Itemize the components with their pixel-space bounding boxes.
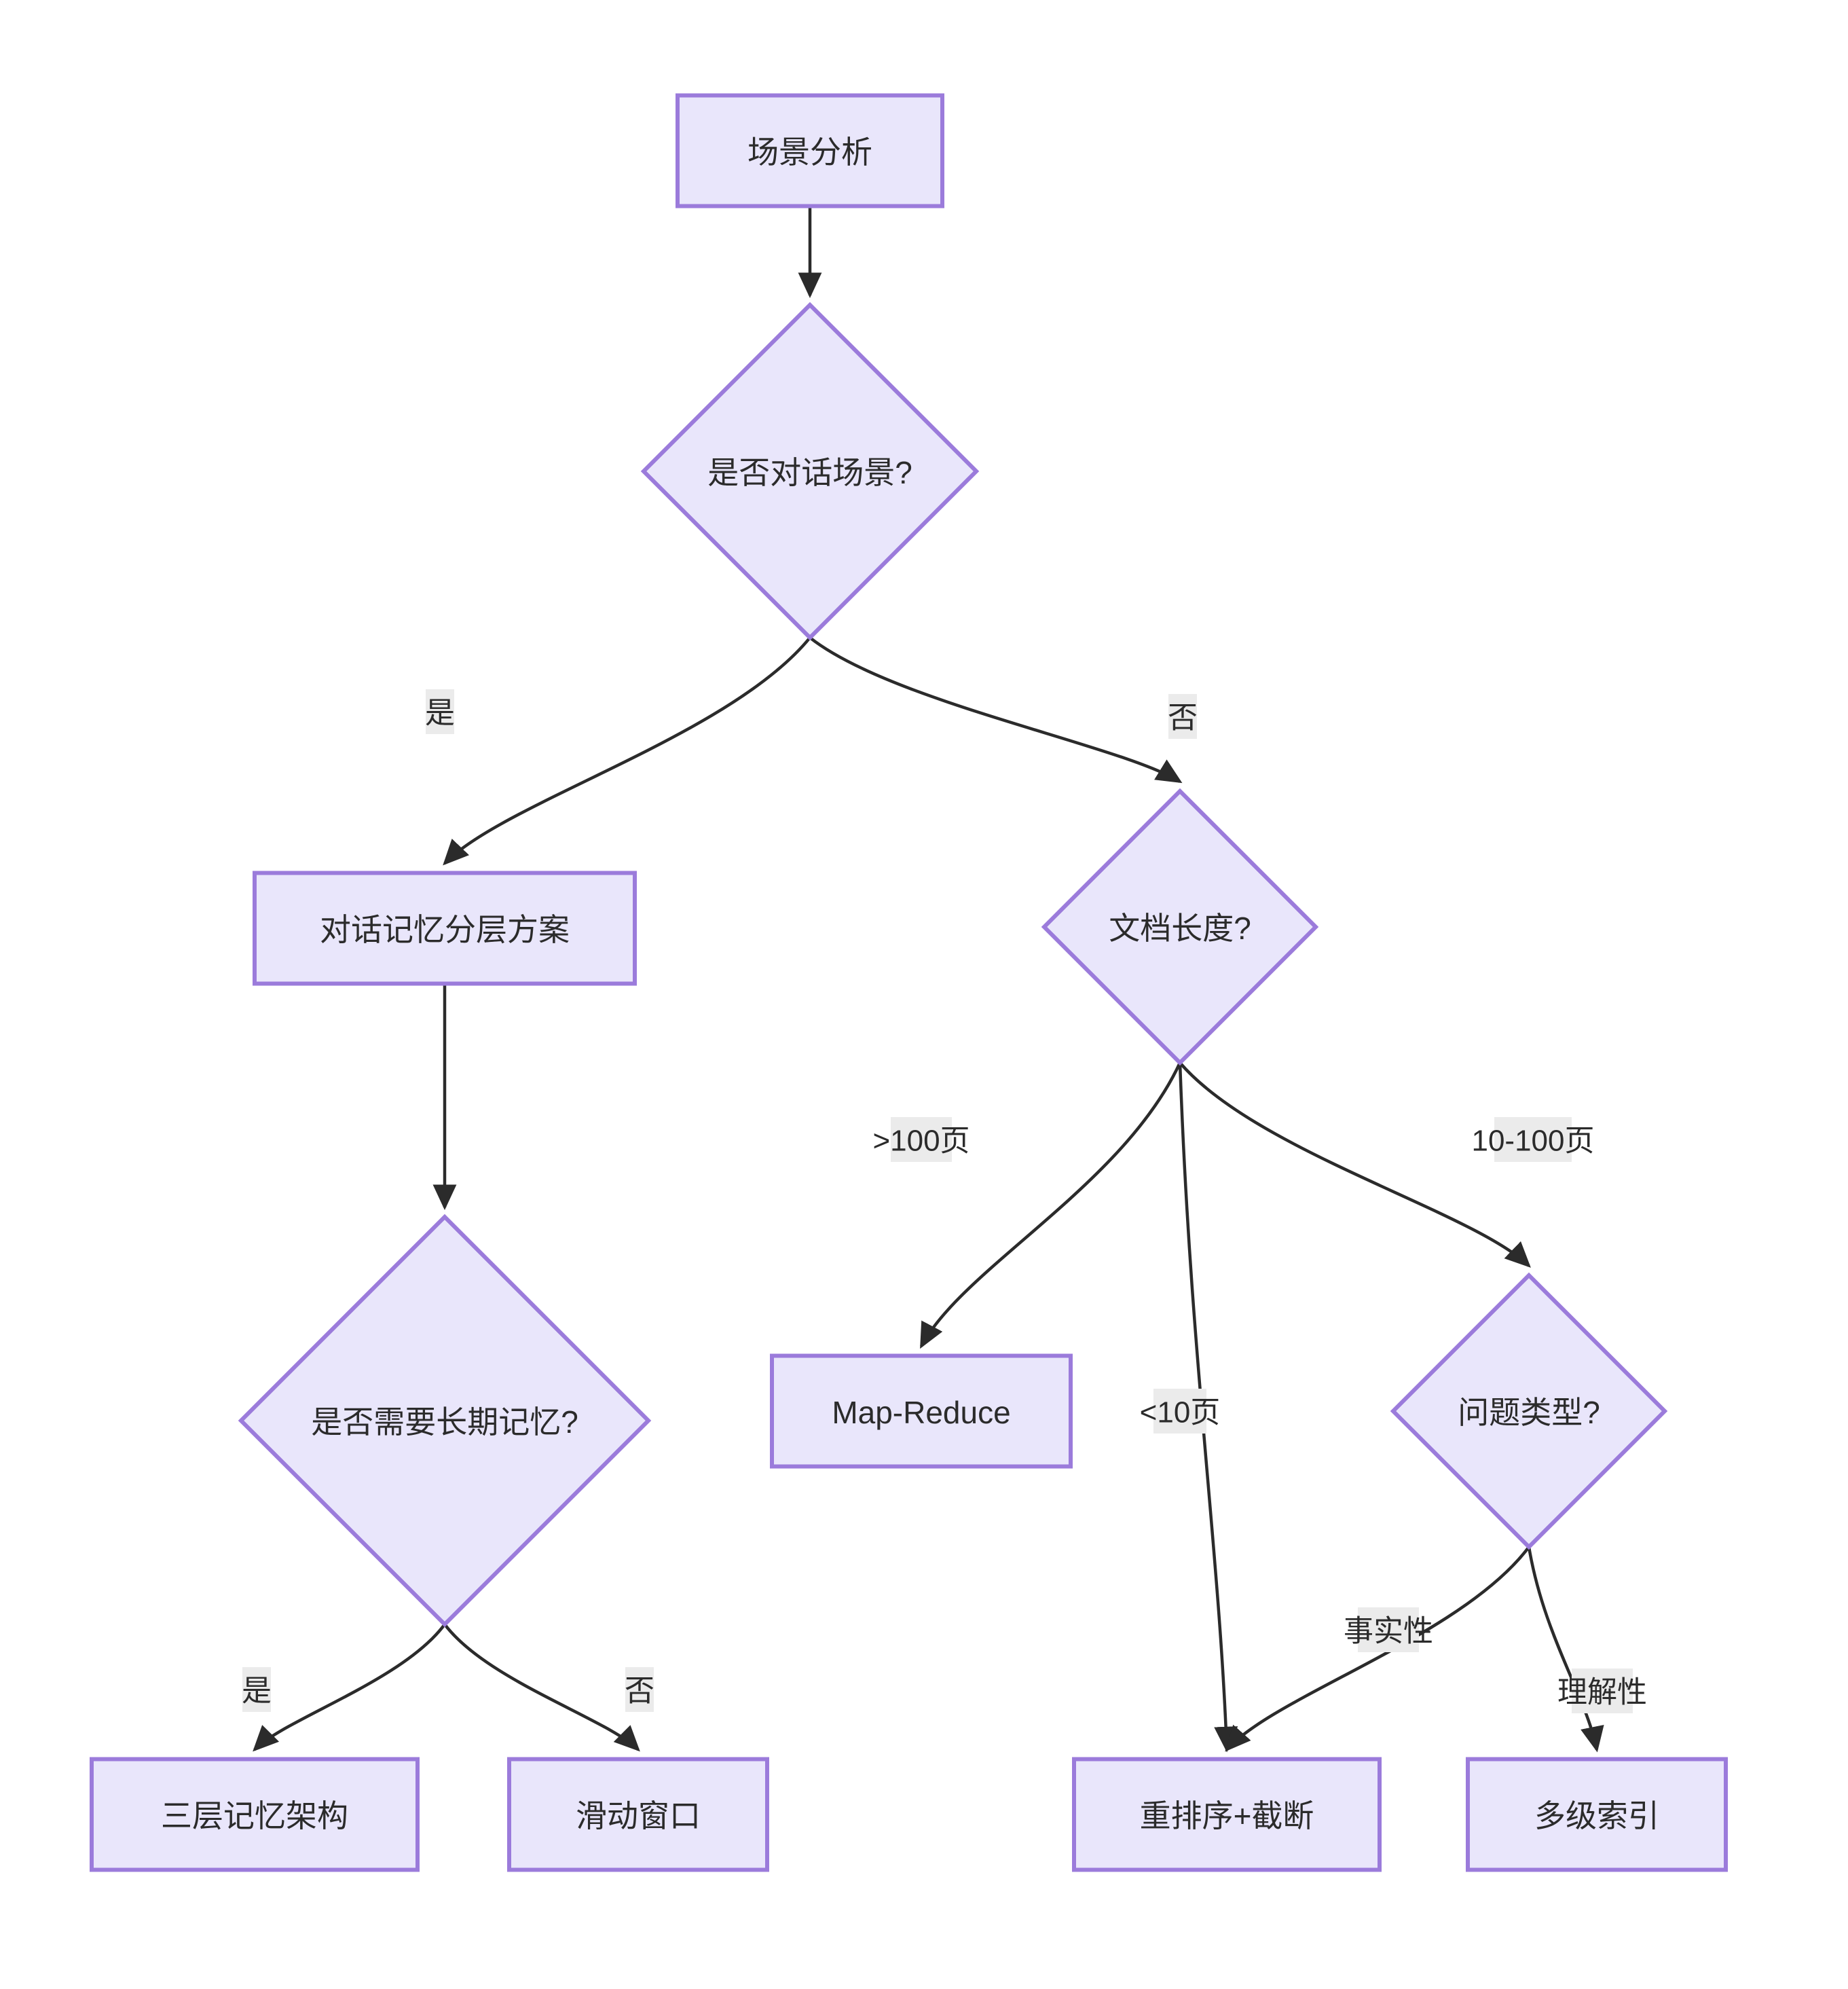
node-label: 多级索引 (1534, 1798, 1659, 1833)
node-shape-diamond (1041, 788, 1319, 1066)
node-shape-diamond (238, 1214, 652, 1628)
edge-label-e3: 否 (1168, 694, 1198, 739)
edge-label-text: 是 (242, 1675, 272, 1708)
node-label: 重排序+截断 (1140, 1798, 1314, 1833)
flow-node-n3[interactable]: 对话记忆分层方案 (253, 871, 637, 986)
node-label: 文档长度? (1109, 911, 1251, 946)
edge-label-background (1494, 1117, 1572, 1162)
edge-label-text: >100页 (872, 1125, 969, 1158)
flow-node-n10[interactable]: 重排序+截断 (1072, 1757, 1382, 1872)
edge-label-background (1153, 1389, 1206, 1434)
edge-labels-layer: 是否>100页<10页10-100页是否事实性理解性 (242, 689, 1647, 1713)
node-shape-rect (770, 1353, 1073, 1469)
edge-label-text: 事实性 (1344, 1615, 1433, 1648)
node-label: Map-Reduce (832, 1395, 1010, 1430)
flow-node-n4[interactable]: 文档长度? (1041, 788, 1319, 1066)
edge-label-text: 否 (625, 1675, 654, 1708)
flow-node-n6[interactable]: Map-Reduce (770, 1353, 1073, 1469)
flow-edge-e2 (443, 636, 811, 866)
edge-label-e8: 是 (242, 1667, 272, 1712)
edge-label-background (1358, 1607, 1419, 1652)
flow-edge-e9 (443, 1623, 640, 1752)
node-label: 是否对话场景? (707, 455, 912, 490)
flow-edge-e3 (809, 636, 1183, 784)
edge-label-text: 10-100页 (1471, 1125, 1594, 1158)
flow-edge-e7 (1179, 1061, 1531, 1268)
node-shape-rect (676, 93, 944, 208)
flow-node-n8[interactable]: 三层记忆架构 (90, 1757, 420, 1872)
edge-label-background (242, 1667, 271, 1712)
node-shape-rect (1466, 1757, 1728, 1872)
flow-edge-e5 (920, 1062, 1182, 1349)
edge-label-background (625, 1667, 654, 1712)
flow-node-n7[interactable]: 问题类型? (1390, 1272, 1668, 1550)
node-shape-rect (90, 1757, 420, 1872)
node-shape-diamond (1390, 1272, 1668, 1550)
edges-layer (253, 206, 1604, 1753)
node-label: 问题类型? (1458, 1395, 1600, 1430)
edge-label-e10: 事实性 (1344, 1607, 1433, 1652)
edge-label-background (1168, 694, 1197, 739)
node-label: 对话记忆分层方案 (320, 912, 570, 947)
flow-node-n9[interactable]: 滑动窗口 (507, 1757, 769, 1872)
flow-edge-e6 (1178, 1062, 1238, 1753)
edge-label-e7: 10-100页 (1471, 1117, 1595, 1162)
node-shape-rect (253, 871, 637, 986)
edge-label-text: 理解性 (1557, 1676, 1647, 1709)
node-label: 场景分析 (747, 134, 872, 170)
node-shape-rect (1072, 1757, 1382, 1872)
flow-node-n11[interactable]: 多级索引 (1466, 1757, 1728, 1872)
node-shape-rect (507, 1757, 769, 1872)
edge-label-background (1572, 1668, 1633, 1713)
node-shape-diamond (640, 302, 980, 641)
flow-edge-e8 (253, 1623, 446, 1752)
flow-node-n5[interactable]: 是否需要长期记忆? (238, 1214, 652, 1628)
node-label: 是否需要长期记忆? (311, 1404, 578, 1440)
node-label: 三层记忆架构 (161, 1798, 348, 1833)
flow-edge-e11 (1527, 1546, 1604, 1753)
edge-label-text: 是 (425, 697, 455, 730)
edge-label-e9: 否 (625, 1667, 654, 1712)
edge-label-text: 否 (1168, 701, 1198, 735)
flow-node-n1[interactable]: 场景分析 (676, 93, 944, 208)
edge-label-text: <10页 (1140, 1396, 1221, 1429)
edge-label-e5: >100页 (872, 1117, 970, 1162)
flow-edge-e10 (1225, 1546, 1530, 1752)
edge-label-e2: 是 (425, 689, 455, 734)
edge-label-e11: 理解性 (1557, 1668, 1647, 1713)
node-label: 滑动窗口 (576, 1798, 701, 1833)
edge-label-background (891, 1117, 952, 1162)
edge-label-background (426, 689, 454, 734)
flow-node-n2[interactable]: 是否对话场景? (640, 302, 980, 641)
edge-label-e6: <10页 (1140, 1389, 1221, 1434)
